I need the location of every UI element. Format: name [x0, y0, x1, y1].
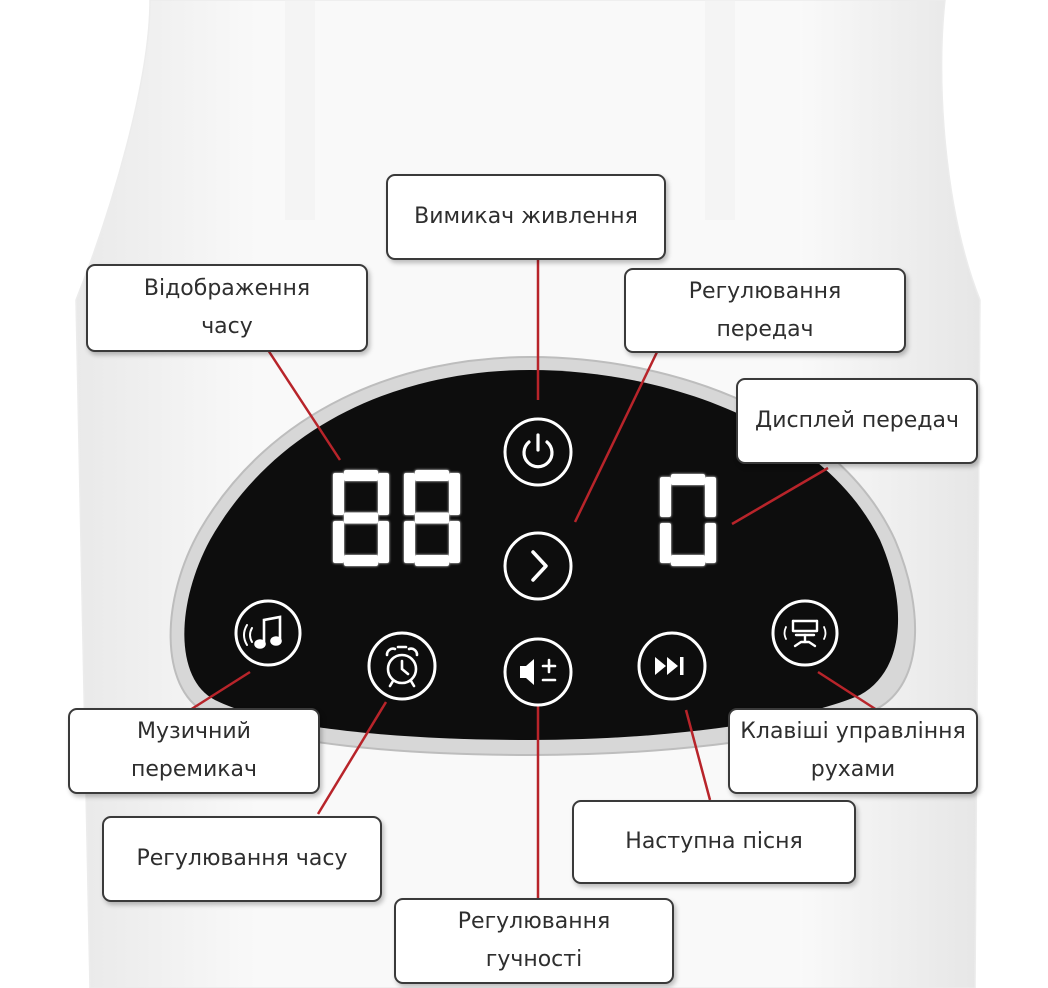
- led-segment-a: [671, 474, 705, 485]
- gear-display-digit: [660, 474, 716, 566]
- led-segment-g: [344, 512, 378, 524]
- callout-gear-display-label: Дисплей передач: [755, 408, 959, 433]
- led-segment-f: [660, 477, 671, 517]
- power-button[interactable]: [503, 417, 573, 487]
- callout-music-switch-label: Музичний перемикач: [130, 719, 258, 782]
- led-segment-e: [404, 521, 415, 563]
- callout-motion-keys-label: Клавіші управління рухами: [740, 719, 966, 782]
- time-display-digit-2: [404, 470, 460, 566]
- music-note-icon: [243, 615, 282, 649]
- led-segment-f: [404, 473, 415, 515]
- chevron-right-icon: [531, 550, 548, 582]
- speaker-plus-minus-icon: [520, 658, 557, 685]
- motion-keys-button[interactable]: [771, 599, 839, 667]
- led-segment-c: [449, 521, 460, 563]
- led-segment-b: [449, 473, 460, 515]
- gear-adjust-button[interactable]: [503, 531, 573, 601]
- led-segment-a: [415, 470, 449, 481]
- time-display-digit-1: [333, 470, 389, 566]
- led-segment-e: [333, 521, 344, 563]
- callout-next-song: Наступна пісня: [572, 800, 856, 884]
- led-segment-d: [415, 555, 449, 566]
- callout-gear-adjust: Регулювання передач: [624, 268, 906, 353]
- led-segment-d: [671, 555, 705, 566]
- callout-volume-adjust: Регулювання гучності: [394, 898, 674, 984]
- led-segment-g: [415, 512, 449, 524]
- callout-time-adjust-label: Регулювання часу: [136, 846, 348, 871]
- callout-power-switch: Вимикач живлення: [386, 174, 666, 260]
- time-adjust-button[interactable]: [367, 631, 437, 701]
- next-song-button[interactable]: [637, 631, 707, 701]
- led-segment-f: [333, 473, 344, 515]
- music-switch-button[interactable]: [234, 599, 302, 667]
- callout-music-switch: Музичний перемикач: [68, 708, 320, 794]
- led-segment-a: [344, 470, 378, 481]
- led-segment-b: [378, 473, 389, 515]
- callout-motion-keys: Клавіші управління рухами: [728, 708, 978, 794]
- next-track-icon: [655, 657, 684, 675]
- callout-volume-adjust-label: Регулювання гучності: [457, 909, 611, 972]
- callout-time-display: Відображення часу: [86, 264, 368, 352]
- callout-gear-display: Дисплей передач: [736, 378, 978, 464]
- callout-time-display-label: Відображення часу: [143, 276, 311, 339]
- volume-adjust-button[interactable]: [503, 637, 573, 707]
- led-segment-b: [705, 477, 716, 517]
- leader-lines: [189, 260, 881, 898]
- massage-chair-icon: [783, 619, 827, 648]
- led-digits: [333, 470, 716, 566]
- led-segment-c: [705, 523, 716, 563]
- callout-power-switch-label: Вимикач живлення: [414, 204, 638, 229]
- power-icon: [522, 433, 554, 469]
- callout-time-adjust: Регулювання часу: [102, 816, 382, 902]
- led-segment-d: [344, 555, 378, 566]
- alarm-clock-icon: [385, 645, 419, 688]
- body-highlight: [285, 0, 735, 220]
- callout-next-song-label: Наступна пісня: [625, 829, 803, 854]
- callout-gear-adjust-label: Регулювання передач: [688, 278, 842, 342]
- led-segment-e: [660, 523, 671, 563]
- led-segment-c: [378, 521, 389, 563]
